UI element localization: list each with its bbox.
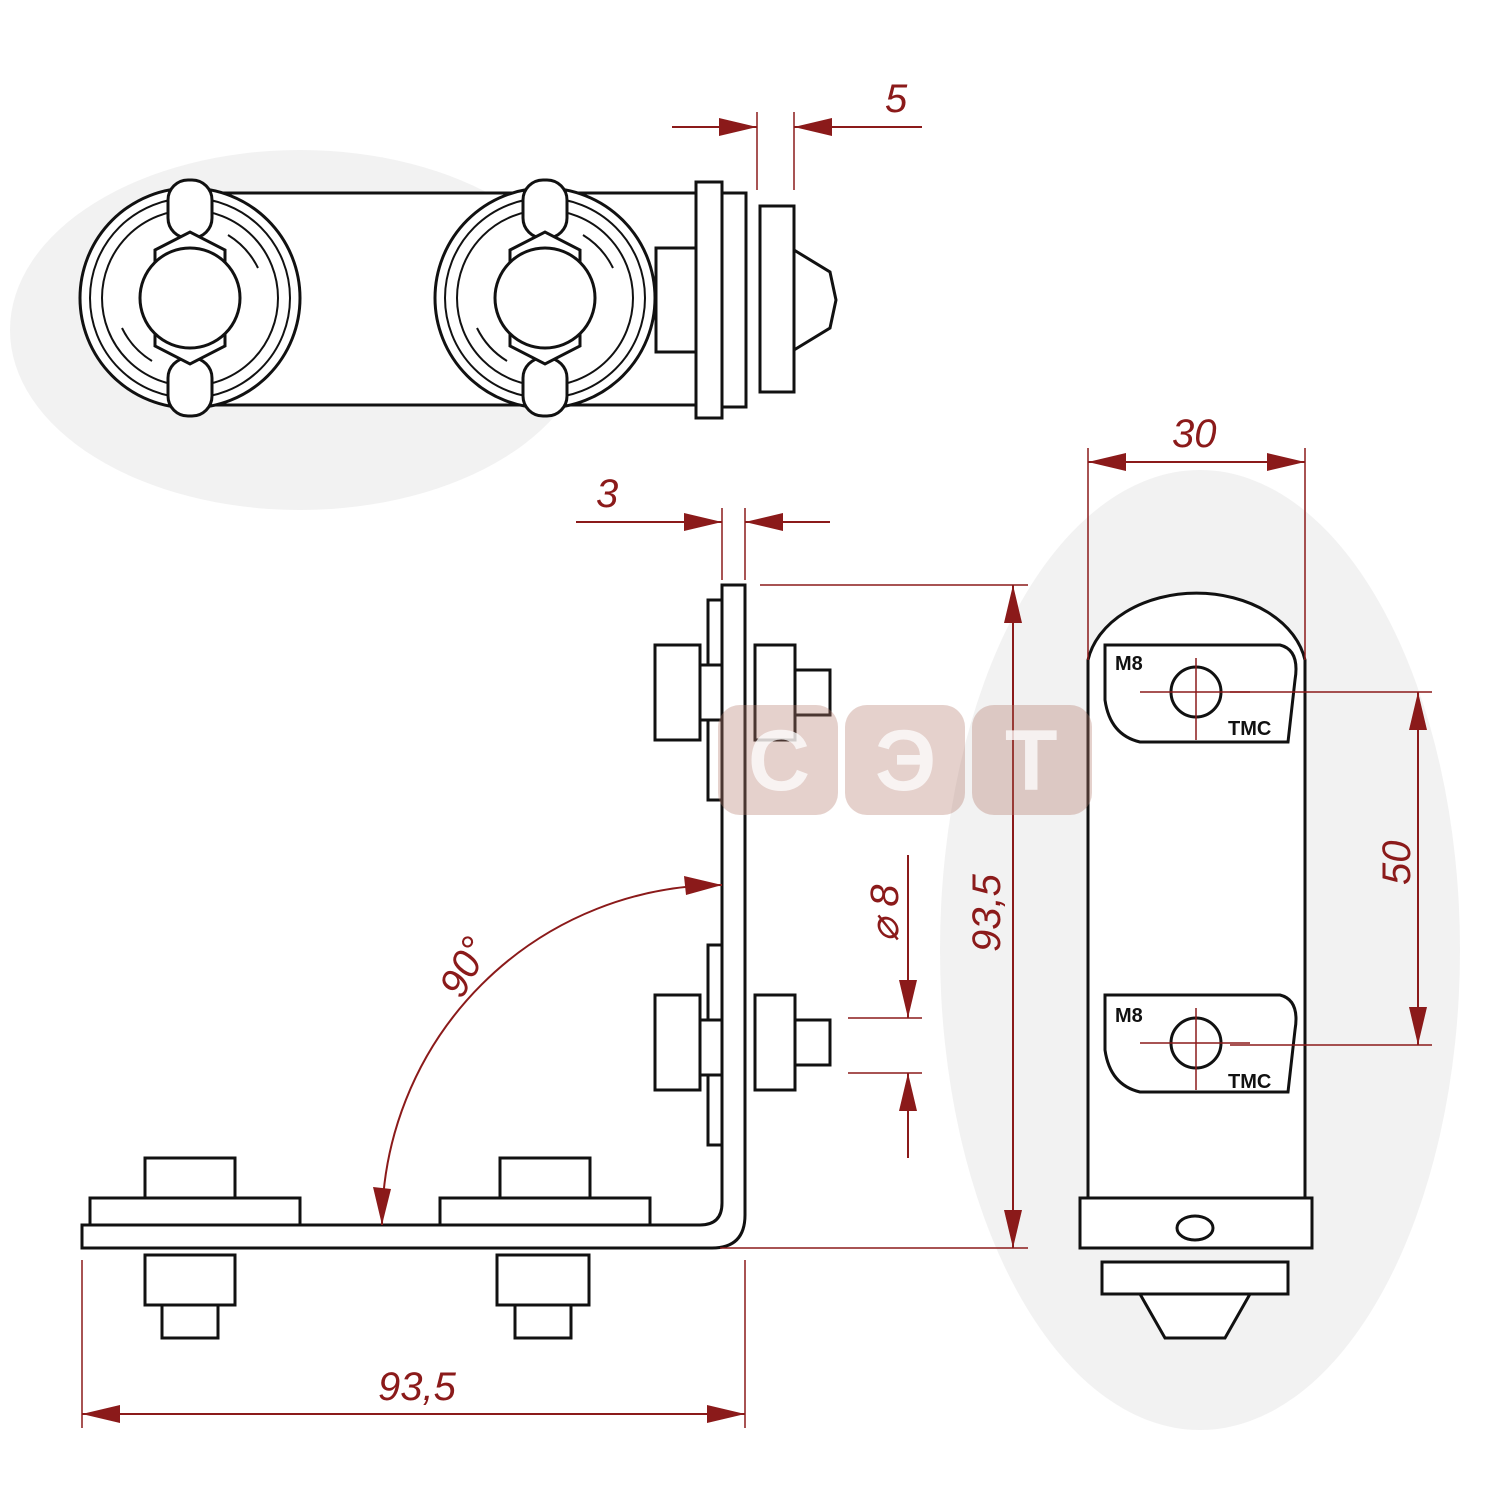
- bolt-size-label-2: M8: [1115, 1005, 1143, 1027]
- side-bolt-dome: [1175, 1214, 1215, 1242]
- side-fastener-upper: [653, 598, 832, 802]
- dimension-label-5: 5: [885, 77, 908, 121]
- top-plate-edge: [720, 191, 748, 409]
- dimension-label-diameter-8: ⌀ 8: [863, 884, 907, 942]
- side-bolt-tip: [1137, 1292, 1253, 1340]
- dimension-label-93-5-vertical: 93,5: [965, 873, 1009, 952]
- bracket-body: [80, 583, 747, 1250]
- dimension-label-93-5-horizontal: 93,5: [378, 1365, 457, 1409]
- side-washer: [1100, 1260, 1290, 1296]
- top-bolt-2: [433, 178, 657, 418]
- dimension-hole-diameter: ⌀ 8: [848, 855, 922, 1158]
- dimension-length: 93,5: [81, 1260, 746, 1428]
- side-fastener-lower: [653, 943, 832, 1147]
- top-view: [78, 178, 838, 420]
- top-bolt-tip: [792, 247, 838, 353]
- brand-label-2: TMC: [1228, 1071, 1271, 1093]
- watermark: С Э Т: [718, 705, 1092, 815]
- bolt-size-label-1: M8: [1115, 653, 1143, 675]
- top-flange: [694, 180, 724, 420]
- brand-label-1: TMC: [1228, 718, 1271, 740]
- top-bolt-1: [78, 178, 302, 418]
- front-view: [80, 583, 832, 1340]
- dimension-label-30: 30: [1172, 412, 1217, 456]
- dimension-width: 30: [1087, 412, 1306, 660]
- dimension-height: 93,5: [720, 584, 1028, 1249]
- dimension-label-angle: 90°: [431, 930, 498, 1004]
- dimension-hole-spacing: 50: [1230, 691, 1432, 1046]
- dimension-label-3: 3: [596, 472, 618, 516]
- top-nut: [654, 246, 698, 354]
- watermark-text: С Э Т: [748, 713, 1058, 809]
- dimension-thickness-side: 3: [576, 472, 830, 580]
- dimension-thickness-top: 5: [672, 77, 922, 190]
- dimension-label-50: 50: [1375, 841, 1419, 886]
- base-fastener-right: [438, 1156, 652, 1340]
- top-washer: [758, 204, 796, 394]
- side-view: M8 TMC M8 TMC: [1078, 591, 1314, 1340]
- base-fastener-left: [88, 1156, 302, 1340]
